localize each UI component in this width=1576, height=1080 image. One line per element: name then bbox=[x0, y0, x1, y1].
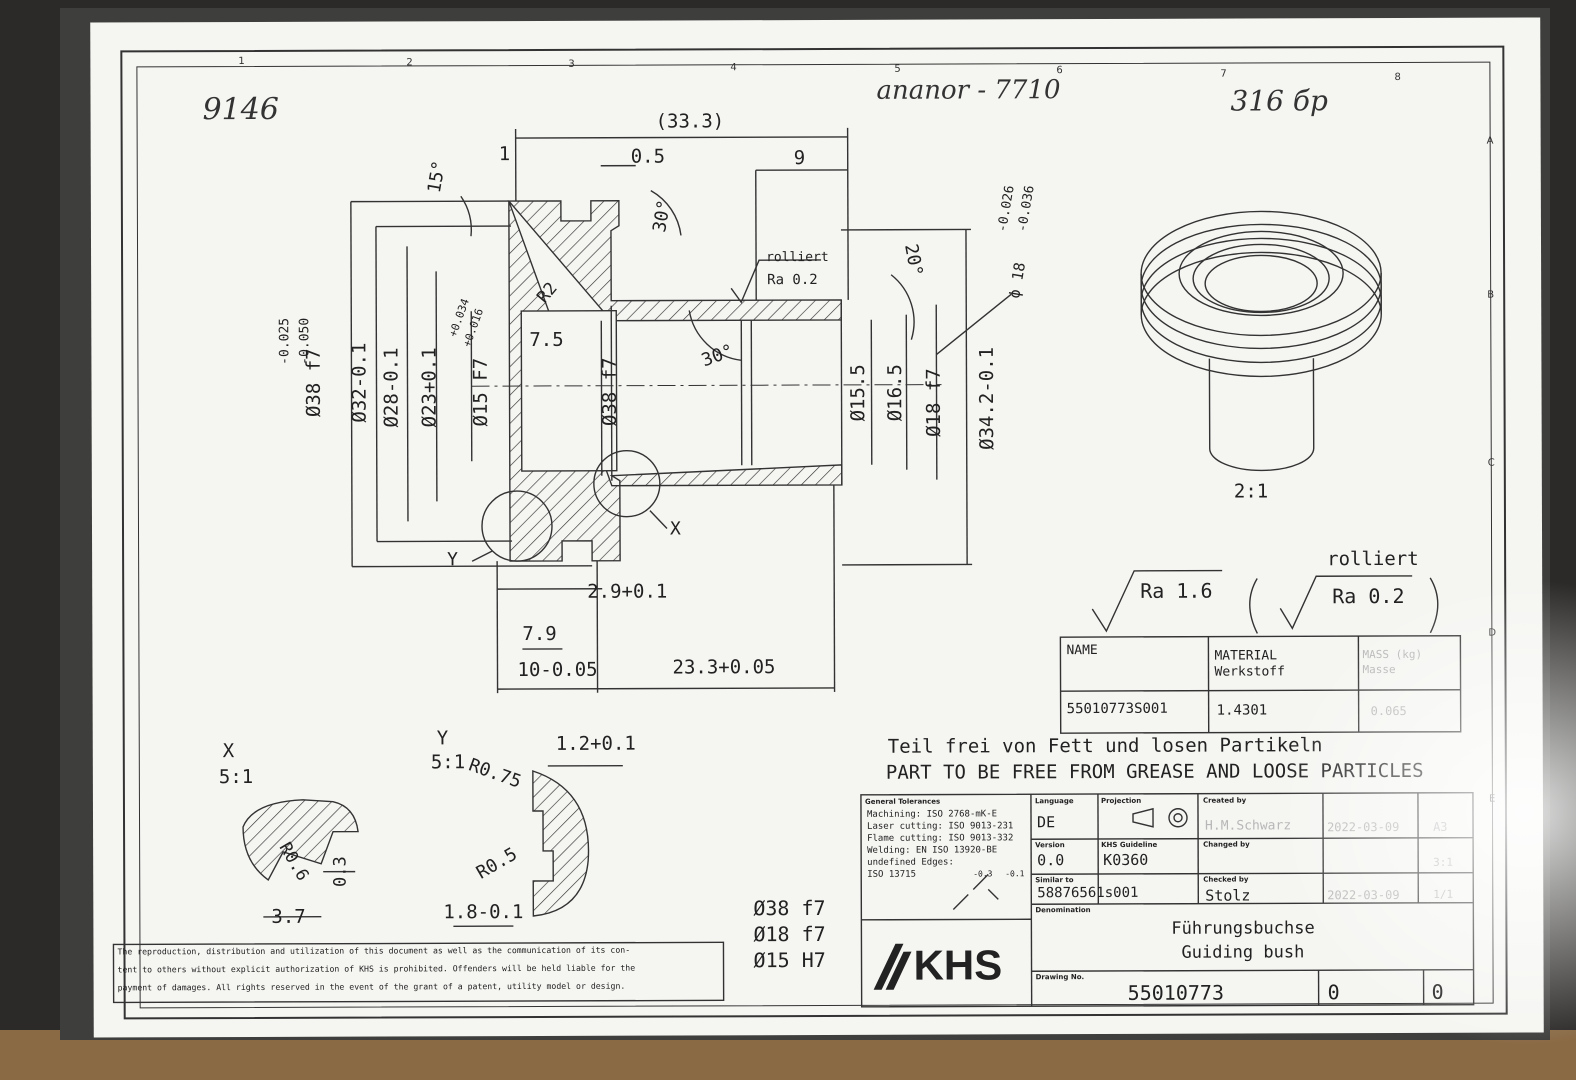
fit-1: Ø38 f7 bbox=[753, 895, 826, 921]
copyright-line-3: payment of damages. All rights reserved … bbox=[117, 980, 626, 993]
tolerance-2: Laser cutting: ISO 9013-231 bbox=[867, 821, 1014, 832]
language-value: DE bbox=[1036, 813, 1056, 832]
dim-dia-15-5: Ø15.5 bbox=[847, 364, 870, 422]
note-ra-bore: Ra 0.2 bbox=[767, 271, 818, 289]
dim-dia-38-outer: Ø38 f7 bbox=[302, 348, 325, 418]
dim-dia-28: Ø28-0.1 bbox=[380, 347, 403, 428]
detail-y-label: Y bbox=[436, 727, 449, 750]
dim-9: 9 bbox=[793, 147, 806, 170]
version-value: 0.0 bbox=[1037, 851, 1065, 870]
tolerance-3: Flame cutting: ISO 9013-332 bbox=[867, 833, 1014, 844]
detail-y-1-2: 1.2+0.1 bbox=[555, 732, 636, 755]
copyright-line-1: The reproduction, distribution and utili… bbox=[117, 944, 631, 957]
label-language: Language bbox=[1034, 797, 1074, 806]
material-header-name: NAME bbox=[1066, 643, 1098, 659]
dim-dia-18: Ø18 f7 bbox=[922, 368, 946, 437]
dim-23-3: 23.3+0.05 bbox=[672, 656, 776, 679]
format-value: A3 bbox=[1433, 819, 1448, 834]
fit-3: Ø15 H7 bbox=[753, 947, 826, 973]
detail-x-marker: X bbox=[669, 518, 681, 540]
khs-logo: KHS bbox=[873, 931, 1023, 1000]
handwritten-note: ananor - 7710 bbox=[876, 75, 1061, 106]
dim-dia-16-5: Ø16.5 bbox=[884, 364, 907, 422]
handwritten-number: 9146 bbox=[202, 91, 279, 128]
label-created-by: Created by bbox=[1202, 796, 1247, 805]
guideline-value: K0360 bbox=[1103, 850, 1149, 870]
dim-dia-32: Ø32-0.1 bbox=[348, 342, 371, 423]
detail-y-1-8: 1.8-0.1 bbox=[443, 901, 524, 924]
khs-logo-mark-icon bbox=[873, 943, 912, 990]
tolerance-1: Machining: ISO 2768-mK-E bbox=[866, 809, 998, 820]
detail-x-0-3: 0.3 bbox=[330, 856, 351, 888]
denomination-en: Guiding bush bbox=[1181, 942, 1305, 963]
dim-10: 10-0.05 bbox=[517, 658, 598, 682]
dim-1: 1 bbox=[498, 143, 511, 166]
checked-date: 2022-03-09 bbox=[1327, 887, 1400, 903]
label-checked-by: Checked by bbox=[1203, 875, 1249, 884]
note-german: Teil frei von Fett und losen Partikeln bbox=[887, 734, 1323, 758]
detail-y-marker: Y bbox=[447, 549, 458, 571]
detail-x-scale: 5:1 bbox=[218, 765, 254, 789]
scale-value: 3:1 bbox=[1433, 855, 1454, 869]
material-header-material: MATERIAL bbox=[1214, 648, 1278, 664]
sheet-value: 1/1 bbox=[1433, 887, 1454, 901]
detail-x-label: X bbox=[222, 740, 235, 763]
section-view-drawing bbox=[112, 127, 1475, 1008]
note-english: PART TO BE FREE FROM GREASE AND LOOSE PA… bbox=[885, 759, 1424, 784]
label-projection: Projection bbox=[1100, 796, 1142, 806]
label-version: Version bbox=[1035, 841, 1065, 850]
label-guideline: KHS Guideline bbox=[1101, 840, 1158, 850]
note-rolliert-bore: rolliert bbox=[766, 249, 829, 266]
label-changed-by: Changed by bbox=[1203, 840, 1250, 849]
dim-dia-23: Ø23+0.1 bbox=[418, 347, 441, 428]
dim-dia-38-inner: Ø38 f7 bbox=[598, 357, 621, 427]
drawing-sheet: 1 2 3 4 5 6 7 8 A B C D E bbox=[90, 17, 1576, 1049]
material-header-masse: Masse bbox=[1362, 662, 1396, 677]
detail-y-scale: 5:1 bbox=[430, 751, 466, 774]
label-drawing-no: Drawing No. bbox=[1035, 973, 1085, 982]
checked-by-value: Stolz bbox=[1205, 886, 1251, 905]
dim-dia-34-2: Ø34.2-0.1 bbox=[975, 346, 999, 450]
edge-value-2: -0.1 bbox=[1005, 869, 1025, 879]
dim-7-5: 7.5 bbox=[529, 328, 564, 352]
handwritten-quantity: 316 бр bbox=[1230, 84, 1328, 118]
dim-dia-15: Ø15 F7 bbox=[469, 357, 492, 427]
tol-dia-38-upper: -0.025 bbox=[277, 317, 293, 365]
surface-rolliert: rolliert bbox=[1327, 547, 1419, 571]
created-by-value: H.M.Schwarz bbox=[1205, 818, 1292, 834]
surface-ra-1-6: Ra 1.6 bbox=[1140, 578, 1213, 603]
created-date: 2022-03-09 bbox=[1327, 819, 1400, 835]
mass-value: 0.065 bbox=[1370, 703, 1407, 719]
ce-right-value: 0 bbox=[1431, 979, 1444, 1004]
surface-ra-0-2: Ra 0.2 bbox=[1332, 583, 1405, 609]
copyright-line-2: tent to others without explicit authoriz… bbox=[117, 962, 636, 975]
label-denomination: Denomination bbox=[1035, 906, 1091, 915]
similar-value: 58876561s001 bbox=[1037, 884, 1139, 902]
tolerance-6: ISO 13715 bbox=[867, 869, 917, 880]
iso-view-scale: 2:1 bbox=[1233, 480, 1269, 503]
dim-2-9: 2.9+0.1 bbox=[587, 580, 668, 603]
ce-left-value: 0 bbox=[1327, 980, 1340, 1005]
label-similar: Similar to bbox=[1035, 876, 1074, 885]
tolerance-4: Welding: EN ISO 13920-BE bbox=[867, 845, 998, 856]
tolerance-5: undefined Edges: bbox=[867, 857, 954, 868]
edge-value-1: -0.3 bbox=[973, 869, 993, 879]
dim-0-5: 0.5 bbox=[630, 145, 666, 168]
material-value: 1.4301 bbox=[1216, 702, 1268, 719]
material-header-mass: MASS (kg) bbox=[1362, 647, 1423, 662]
khs-logo-text: KHS bbox=[913, 941, 1003, 989]
fit-2: Ø18 f7 bbox=[753, 921, 826, 947]
denomination-de: Führungsbuchse bbox=[1171, 918, 1315, 939]
drawing-number: 55010773 bbox=[1127, 980, 1224, 1005]
dim-7-9: 7.9 bbox=[522, 622, 557, 646]
detail-x-3-7: 3.7 bbox=[271, 905, 306, 928]
label-general-tolerances: General Tolerances bbox=[864, 797, 941, 806]
material-part-name: 55010773S001 bbox=[1066, 700, 1168, 718]
dim-overall-length: (33.3) bbox=[655, 110, 725, 133]
material-header-werkstoff: Werkstoff bbox=[1214, 664, 1285, 680]
